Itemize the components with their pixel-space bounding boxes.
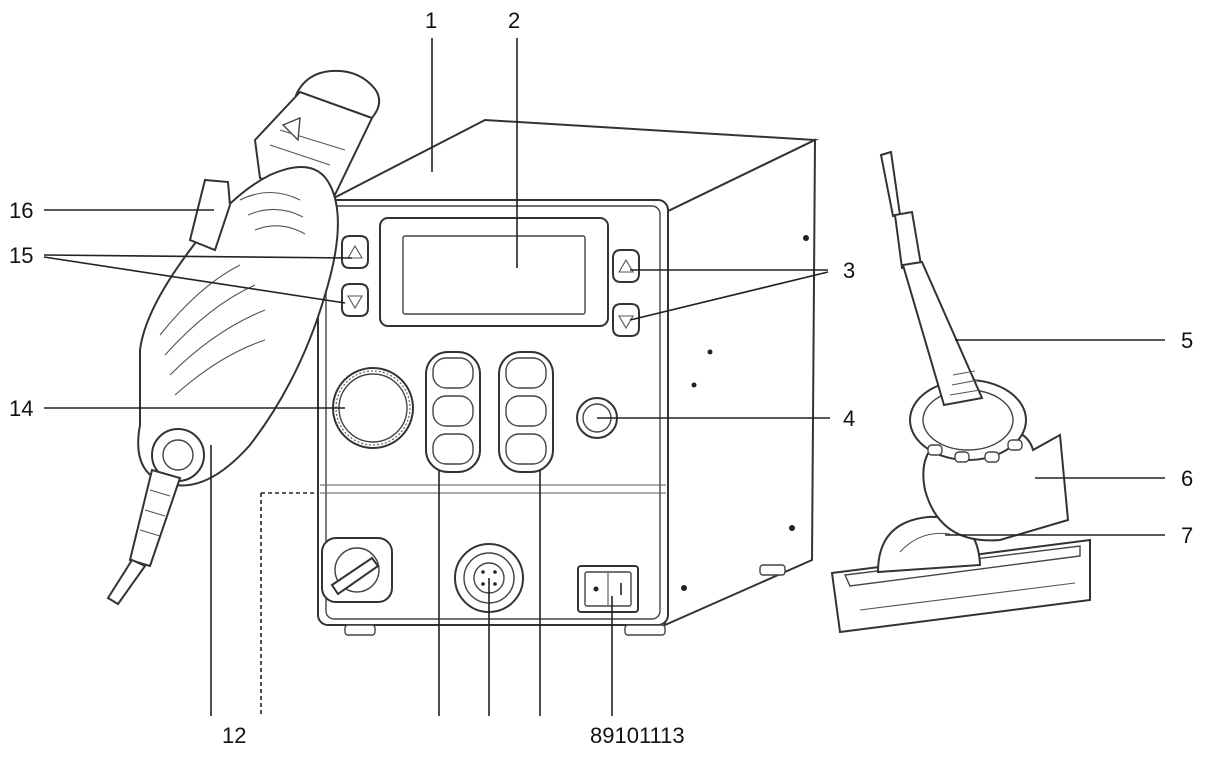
callout-12: 12: [222, 723, 247, 748]
hot-air-gun: [106, 69, 381, 606]
preset-buttons-right[interactable]: [498, 351, 554, 473]
callout-4: 4: [843, 406, 856, 431]
iron-up-down-buttons[interactable]: [612, 249, 640, 337]
hot-air-up-down-buttons[interactable]: [341, 235, 369, 317]
callout-6: 6: [1181, 466, 1194, 491]
callout-15: 15: [9, 243, 34, 268]
display-panel: [379, 217, 609, 327]
airflow-knob[interactable]: [332, 367, 414, 449]
callout-5: 5: [1181, 328, 1194, 353]
callout-7: 7: [1181, 523, 1194, 548]
callout-14: 14: [9, 396, 34, 421]
hot-air-connector: [321, 537, 393, 603]
soldering-iron: [879, 150, 984, 407]
callout-89101113: 89101113: [590, 723, 685, 748]
callout-3: 3: [843, 258, 856, 283]
callout-2: 2: [508, 8, 521, 33]
callout-16: 16: [9, 198, 34, 223]
callout-1: 1: [425, 8, 438, 33]
preset-buttons-left[interactable]: [425, 351, 481, 473]
leader-lines: [43, 38, 1165, 716]
power-switch[interactable]: [577, 565, 639, 613]
iron-holder: [830, 379, 1091, 634]
